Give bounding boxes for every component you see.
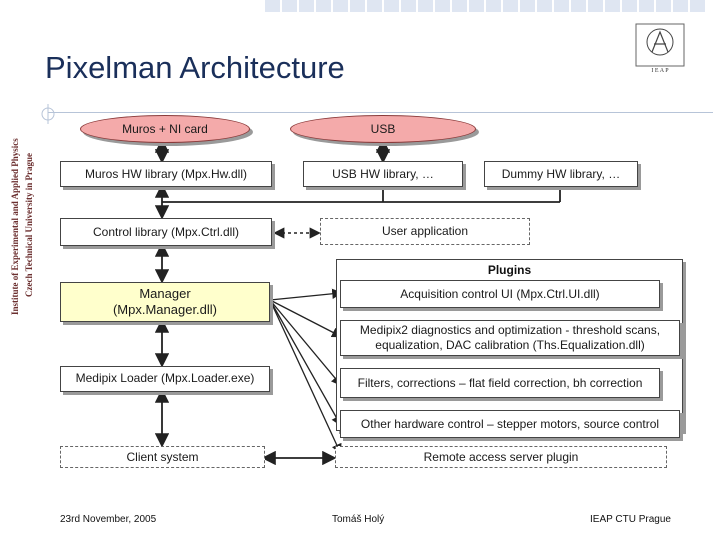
plugin-other-hardware: Other hardware control – stepper motors,…	[340, 410, 680, 438]
client-system-node: Client system	[60, 446, 265, 468]
plugin-acquisition-label: Acquisition control UI (Mpx.Ctrl.UI.dll)	[400, 286, 600, 301]
institute-line-2: Czech Technical University in Prague	[24, 153, 34, 297]
user-application-node: User application	[320, 218, 530, 245]
header-grid-decoration	[265, 0, 705, 12]
footer-org: IEAP CTU Prague	[590, 514, 671, 525]
ieap-logo: I E A P	[630, 20, 690, 74]
user-application-label: User application	[381, 224, 469, 238]
plugin-other-hardware-label: Other hardware control – stepper motors,…	[360, 416, 660, 431]
remote-access-label: Remote access server plugin	[423, 450, 579, 464]
manager-node: Manager (Mpx.Manager.dll)	[60, 282, 270, 322]
muros-ni-card-label: Muros + NI card	[122, 121, 208, 136]
usb-label: USB	[370, 121, 396, 136]
plugin-diagnostics-label: Medipix2 diagnostics and optimization - …	[359, 323, 661, 352]
medipix-loader-label: Medipix Loader (Mpx.Loader.exe)	[75, 371, 255, 385]
control-library-label: Control library (Mpx.Ctrl.dll)	[92, 224, 240, 239]
usb-hw-library-label: USB HW library, …	[332, 166, 434, 181]
title-divider	[48, 112, 713, 113]
plugins-title: Plugins	[487, 263, 532, 277]
logo-letters: I E A P	[651, 68, 669, 74]
muros-hw-library-label: Muros HW library (Mpx.Hw.dll)	[84, 166, 247, 181]
institute-vertical-text: Institute of Experimental and Applied Ph…	[0, 115, 46, 315]
manager-label-line1: Manager	[139, 285, 191, 301]
plugin-filters-corrections: Filters, corrections – flat field correc…	[340, 368, 660, 398]
footer-date: 23rd November, 2005	[60, 514, 157, 525]
control-library-node: Control library (Mpx.Ctrl.dll)	[60, 218, 272, 246]
dummy-hw-library-node: Dummy HW library, …	[484, 161, 638, 187]
institute-line-1: Institute of Experimental and Applied Ph…	[10, 138, 20, 315]
client-system-label: Client system	[126, 450, 199, 464]
usb-node: USB	[290, 115, 476, 143]
plugin-medipix2-diagnostics: Medipix2 diagnostics and optimization - …	[340, 320, 680, 356]
muros-ni-card-node: Muros + NI card	[80, 115, 250, 143]
muros-hw-library-node: Muros HW library (Mpx.Hw.dll)	[60, 161, 272, 187]
footer-author: Tomáš Holý	[332, 514, 385, 525]
divider-ornament-icon	[41, 104, 55, 124]
manager-label-line2: (Mpx.Manager.dll)	[112, 302, 218, 317]
medipix-loader-node: Medipix Loader (Mpx.Loader.exe)	[60, 366, 270, 392]
dummy-hw-library-label: Dummy HW library, …	[501, 166, 621, 181]
page-title: Pixelman Architecture	[45, 50, 345, 85]
plugin-filters-label: Filters, corrections – flat field correc…	[357, 375, 643, 390]
plugin-acquisition-control: Acquisition control UI (Mpx.Ctrl.UI.dll)	[340, 280, 660, 308]
remote-access-server-plugin: Remote access server plugin	[335, 446, 667, 468]
usb-hw-library-node: USB HW library, …	[303, 161, 463, 187]
